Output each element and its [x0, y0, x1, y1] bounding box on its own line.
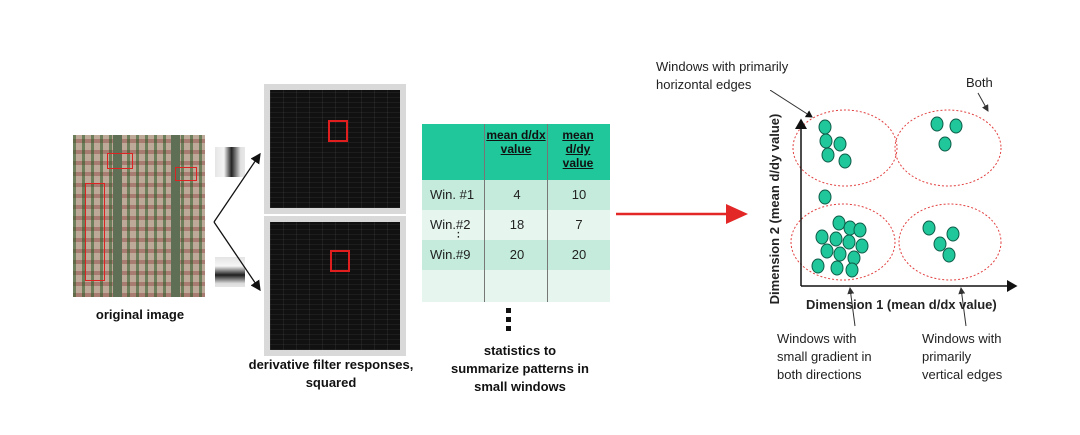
data-point: [930, 116, 944, 132]
row-label: Win.#9: [430, 247, 471, 262]
row-dy-value: 7: [575, 217, 583, 232]
row-dx-value: 20: [509, 247, 525, 262]
data-point: [820, 243, 834, 259]
row-dy-value: 10: [571, 187, 587, 202]
data-point: [830, 260, 844, 276]
data-point: [853, 222, 867, 238]
data-point: [946, 226, 960, 242]
table-caption: statistics to summarize patterns in smal…: [440, 342, 600, 396]
more-windows-ellipsis: [506, 308, 511, 331]
data-point: [818, 189, 832, 205]
data-point: [838, 153, 852, 169]
image-window-box: [107, 153, 133, 169]
annotation-vertical: Windows with primarily vertical edges: [922, 330, 1042, 384]
data-point: [829, 231, 843, 247]
y-axis-label: Dimension 2 (mean d/dy value): [767, 113, 782, 305]
annotation-line: small gradient in: [777, 349, 872, 364]
cluster-ellipse-small: [790, 203, 896, 281]
dy-response-panel: [264, 216, 406, 356]
row-dy-value: 20: [571, 247, 587, 262]
row-dx-value: 4: [513, 187, 521, 202]
data-point: [811, 258, 825, 274]
table-header-dx: mean d/dx value: [486, 128, 546, 156]
branch-arrows: [213, 152, 261, 292]
data-point: [833, 246, 847, 262]
x-axis-label: Dimension 1 (mean d/dx value): [806, 297, 997, 312]
annotation-line: both directions: [777, 367, 862, 382]
data-point: [942, 247, 956, 263]
annotation-line: Windows with: [777, 331, 857, 346]
annotation-line: Windows with primarily: [656, 59, 789, 74]
pointer-both: [977, 92, 989, 112]
original-aerial-image: [73, 135, 205, 297]
data-point: [949, 118, 963, 134]
data-point: [821, 147, 835, 163]
dx-response-panel: [264, 84, 406, 214]
image-window-box: [85, 183, 105, 281]
annotation-line: Windows with: [922, 331, 1002, 346]
table-divider: [547, 124, 548, 302]
cluster-ellipse-both: [894, 109, 1002, 187]
table-header-band: [422, 124, 610, 180]
annotation-pointers: [847, 92, 989, 327]
pointer-vertical: [958, 287, 967, 327]
cluster-horizontal-points: [818, 119, 852, 169]
response-window-box: [328, 120, 348, 142]
table-caption-line: small windows: [474, 379, 566, 394]
row-dx-value: 18: [509, 217, 525, 232]
cluster-vertical-points: [922, 220, 960, 263]
annotation-horizontal: Windows with primarily horizontal edges: [656, 58, 826, 94]
image-road-strip: [171, 135, 180, 297]
pointer-horizontal: [770, 90, 813, 118]
response-window-box: [330, 250, 350, 272]
annotation-both: Both: [966, 75, 993, 90]
annotation-line: primarily: [922, 349, 972, 364]
annotation-line: horizontal edges: [656, 77, 752, 92]
pointer-small: [847, 287, 856, 327]
filters-caption-line: squared: [305, 375, 357, 390]
filters-caption-line: derivative filter responses,: [248, 357, 414, 372]
table-header-dy: mean d/dy value: [562, 128, 594, 170]
statistics-table: mean d/dx value mean d/dy value Win. #1 …: [422, 124, 610, 302]
table-row-empty: [422, 270, 610, 302]
dx-filter-kernel: [215, 147, 245, 177]
table-caption-line: statistics to: [483, 343, 557, 358]
table-row: Win. #1 4 10: [422, 180, 610, 210]
data-point: [855, 238, 869, 254]
cluster-small-points: [811, 215, 869, 278]
data-point: [938, 136, 952, 152]
original-image-caption: original image: [95, 307, 185, 322]
cluster-both-points: [930, 116, 963, 152]
data-point: [845, 262, 859, 278]
data-point: [842, 234, 856, 250]
table-row: Win.#2 18 7: [422, 210, 610, 240]
cluster-ellipse-horizontal: [792, 109, 898, 187]
table-divider: [484, 124, 485, 302]
data-point: [922, 220, 936, 236]
annotation-line: vertical edges: [922, 367, 1003, 382]
red-arrow: [616, 204, 748, 224]
dy-filter-kernel: [215, 257, 245, 287]
annotation-small-gradient: Windows with small gradient in both dire…: [777, 330, 907, 384]
row-label: Win.#2: [430, 217, 471, 232]
image-road-strip: [113, 135, 122, 297]
feature-space-plot: [770, 90, 1018, 292]
table-row: Win.#9 20 20: [422, 240, 610, 270]
data-point: [833, 136, 847, 152]
data-point: [933, 236, 947, 252]
image-window-box: [175, 167, 197, 181]
row-label: Win. #1: [430, 187, 475, 202]
filters-caption: derivative filter responses, squared: [226, 356, 436, 392]
data-point: [832, 215, 846, 231]
table-caption-line: summarize patterns in: [451, 361, 589, 376]
cluster-ellipse-vertical: [898, 203, 1002, 281]
data-point: [815, 229, 829, 245]
